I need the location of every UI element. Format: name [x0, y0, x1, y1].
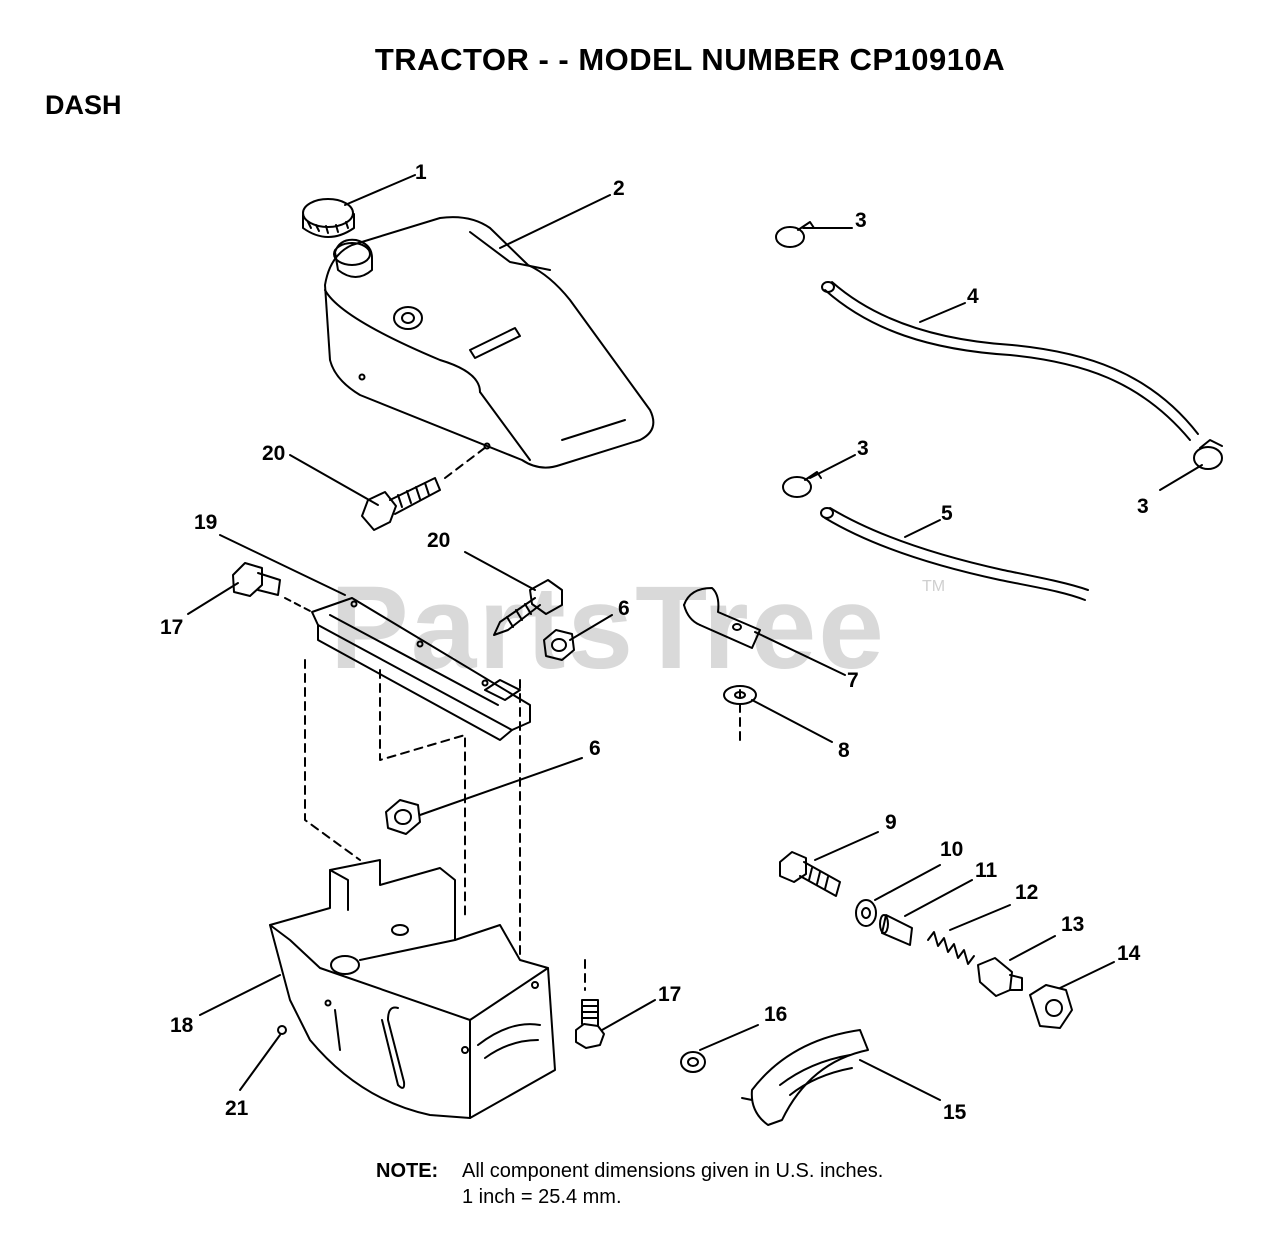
- pin-21: [277, 1025, 287, 1035]
- fuel-tank: [324, 216, 655, 469]
- nut-lower: [385, 799, 421, 835]
- callout-17: 17: [160, 616, 184, 639]
- callout-15: 15: [943, 1101, 967, 1124]
- fuel-hose-long: [821, 281, 1199, 441]
- callout-2: 2: [613, 177, 625, 200]
- callout-14: 14: [1117, 942, 1141, 965]
- washer-8: [723, 685, 757, 705]
- note-label: NOTE:: [376, 1160, 439, 1182]
- adapter-13: [977, 957, 1023, 997]
- callout-16: 16: [764, 1003, 788, 1026]
- callout-6: 6: [589, 737, 601, 760]
- hose-clip: [683, 587, 761, 649]
- callout-9: 9: [885, 811, 897, 834]
- page-title: TRACTOR - - MODEL NUMBER CP10910A: [374, 42, 1006, 77]
- hose-clamp: [1193, 439, 1223, 470]
- callout-20: 20: [262, 442, 286, 465]
- callout-1: 1: [415, 161, 427, 184]
- callout-13: 13: [1061, 913, 1085, 936]
- fuel-cap: [302, 198, 355, 238]
- screw-17-lower: [575, 999, 605, 1049]
- callout-17: 17: [658, 983, 682, 1006]
- screw-upper: [361, 477, 441, 531]
- washer-10: [855, 899, 877, 927]
- watermark: PartsTree: [330, 562, 886, 694]
- callout-3: 3: [1137, 495, 1149, 518]
- callout-21: 21: [225, 1097, 249, 1120]
- screw-middle: [493, 579, 563, 636]
- callout-10: 10: [940, 838, 964, 861]
- hose-clamp: [782, 471, 822, 498]
- callout-3: 3: [857, 437, 869, 460]
- spring-12: [927, 931, 975, 965]
- spacer-11: [879, 914, 913, 946]
- callout-19: 19: [194, 511, 218, 534]
- callout-3: 3: [855, 209, 867, 232]
- watermark-trademark: TM: [922, 578, 946, 595]
- dimension-note: NOTE: All component dimensions given in U…: [376, 1158, 883, 1210]
- callout-7: 7: [847, 669, 859, 692]
- note-line-1: All component dimensions given in U.S. i…: [462, 1160, 884, 1182]
- callout-4: 4: [967, 285, 979, 308]
- assembly-lines: [304, 659, 741, 991]
- callout-6: 6: [618, 597, 630, 620]
- collar-14: [1029, 984, 1073, 1029]
- quadrant-plate: [741, 1029, 869, 1126]
- nut-upper: [543, 629, 575, 661]
- callout-12: 12: [1015, 881, 1039, 904]
- bolt-9: [779, 851, 841, 897]
- screw-17-upper: [232, 562, 281, 597]
- note-line-2: 1 inch = 25.4 mm.: [462, 1186, 622, 1208]
- leader-lines: [187, 174, 1203, 1101]
- callout-11: 11: [975, 859, 998, 882]
- dash-bracket: [311, 597, 531, 741]
- callout-8: 8: [838, 739, 850, 762]
- callout-5: 5: [941, 502, 953, 525]
- fuel-hose-short: [820, 507, 1089, 601]
- callout-18: 18: [170, 1014, 194, 1037]
- hose-clamp: [775, 221, 815, 248]
- washer-16: [680, 1051, 706, 1073]
- section-heading: DASH: [45, 90, 122, 120]
- callout-20: 20: [427, 529, 451, 552]
- dash-panel: [269, 859, 556, 1119]
